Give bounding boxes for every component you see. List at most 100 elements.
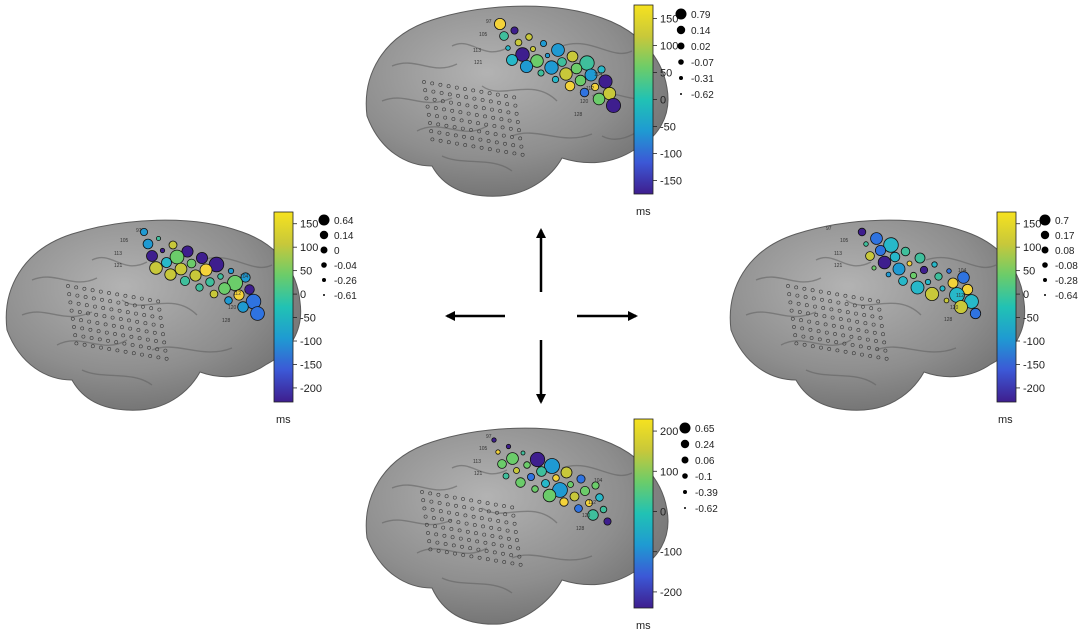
- grid-electrode: [436, 548, 441, 553]
- grid-electrode: [490, 534, 495, 538]
- colorbar-tick-label: -200: [300, 383, 322, 395]
- grid-electrode: [131, 295, 136, 300]
- grid-electrode: [76, 301, 81, 306]
- grid-electrode: [429, 129, 434, 134]
- grid-electrode: [125, 310, 130, 315]
- size-legend-marker: [680, 93, 682, 95]
- grid-electrode: [66, 284, 70, 288]
- grid-electrode: [882, 340, 887, 345]
- electrode-marker: [605, 98, 621, 114]
- grid-electrode: [793, 333, 798, 338]
- grid-electrode: [518, 136, 523, 141]
- grid-electrode: [865, 337, 870, 342]
- electrode-marker: [924, 287, 939, 302]
- panel-left: 97 105 113 121 104 112 120 128: [5, 219, 302, 411]
- size-legend-marker: [1039, 214, 1051, 226]
- electrode-number: 97: [486, 19, 492, 25]
- grid-electrode: [454, 503, 458, 508]
- electrode-number: 112: [586, 86, 594, 92]
- colorbar-tick-label: -50: [300, 313, 316, 325]
- grid-electrode: [471, 88, 476, 93]
- grid-electrode: [446, 84, 451, 89]
- grid-electrode: [457, 528, 462, 533]
- grid-electrode: [875, 347, 880, 352]
- electrode-marker: [525, 33, 533, 41]
- size-legend-label: 0.79: [691, 10, 711, 21]
- grid-electrode: [511, 143, 516, 148]
- grid-electrode: [455, 141, 459, 146]
- grid-electrode: [502, 560, 507, 564]
- grid-electrode: [123, 349, 128, 354]
- grid-electrode: [77, 310, 82, 314]
- size-legend-label: -0.08: [1055, 261, 1078, 272]
- grid-electrode: [498, 535, 503, 540]
- electrode-marker: [526, 473, 535, 482]
- grid-electrode: [870, 314, 875, 319]
- grid-electrode: [111, 323, 116, 328]
- grid-electrode: [804, 303, 809, 308]
- electrode-marker: [530, 54, 544, 68]
- grid-electrode: [493, 502, 498, 507]
- grid-electrode: [89, 336, 94, 340]
- electrode-numbers: 97 105 113 121 104 112 120 128: [114, 228, 249, 324]
- grid-electrode: [447, 92, 452, 97]
- grid-electrode: [477, 499, 482, 504]
- size-legend-label: -0.64: [1055, 291, 1078, 302]
- grid-electrode: [143, 321, 148, 326]
- grid-electrode: [128, 326, 133, 331]
- grid-electrode: [436, 492, 441, 497]
- grid-electrode: [75, 293, 80, 298]
- grid-electrode: [856, 328, 861, 332]
- size-legend-marker: [680, 439, 690, 449]
- panel-top: 97 105 113 121 104 112 120 128: [365, 5, 669, 197]
- grid-electrode: [517, 554, 522, 559]
- electrode-marker: [557, 57, 567, 67]
- electrode-marker: [592, 92, 606, 106]
- grid-electrode: [447, 510, 451, 515]
- grid-electrode: [117, 308, 122, 313]
- grid-electrode: [451, 117, 456, 121]
- grid-electrode: [859, 296, 864, 301]
- colorbar-tick-label: -100: [1023, 336, 1045, 348]
- size-legend-marker: [323, 294, 325, 296]
- grid-electrode: [474, 113, 479, 117]
- grid-electrode: [470, 136, 475, 141]
- grid-electrode: [835, 348, 840, 353]
- grid-electrode: [497, 100, 501, 105]
- colorbar-tick-label: 200: [660, 426, 678, 438]
- grid-electrode: [106, 338, 110, 343]
- electrode-number: 104: [594, 478, 603, 484]
- grid-electrode: [799, 318, 803, 323]
- grid-electrode: [131, 351, 136, 356]
- grid-electrode: [422, 506, 427, 511]
- electrode-marker: [574, 74, 587, 87]
- size-legend-label: 0.08: [1055, 246, 1075, 257]
- grid-electrode: [164, 356, 169, 361]
- electrode-marker: [919, 265, 929, 275]
- grid-electrode: [464, 521, 469, 526]
- grid-electrode: [109, 307, 114, 312]
- grid-electrode: [876, 299, 881, 304]
- grid-electrode: [451, 543, 456, 548]
- electrode-marker: [139, 227, 148, 236]
- electrode-number: 105: [840, 238, 849, 244]
- size-legend-label: -0.28: [1055, 276, 1078, 287]
- electrode-number: 105: [120, 238, 129, 244]
- grid-electrode: [478, 508, 483, 512]
- grid-electrode: [142, 313, 147, 317]
- colorbar: [633, 4, 654, 195]
- grid-electrode: [72, 325, 76, 329]
- panel-bottom: 97 105 113 121 104 112 120 128: [365, 427, 669, 625]
- grid-electrode: [496, 519, 501, 523]
- grid-electrode: [838, 317, 843, 321]
- colorbar-tick-label: -200: [660, 587, 682, 599]
- size-legend-marker: [321, 262, 327, 268]
- size-legend-marker: [1043, 278, 1047, 282]
- grid-electrode: [840, 325, 844, 330]
- size-legend-marker: [684, 507, 686, 509]
- grid-electrode: [453, 133, 458, 138]
- electrode-marker: [566, 50, 579, 63]
- grid-electrode: [509, 553, 514, 558]
